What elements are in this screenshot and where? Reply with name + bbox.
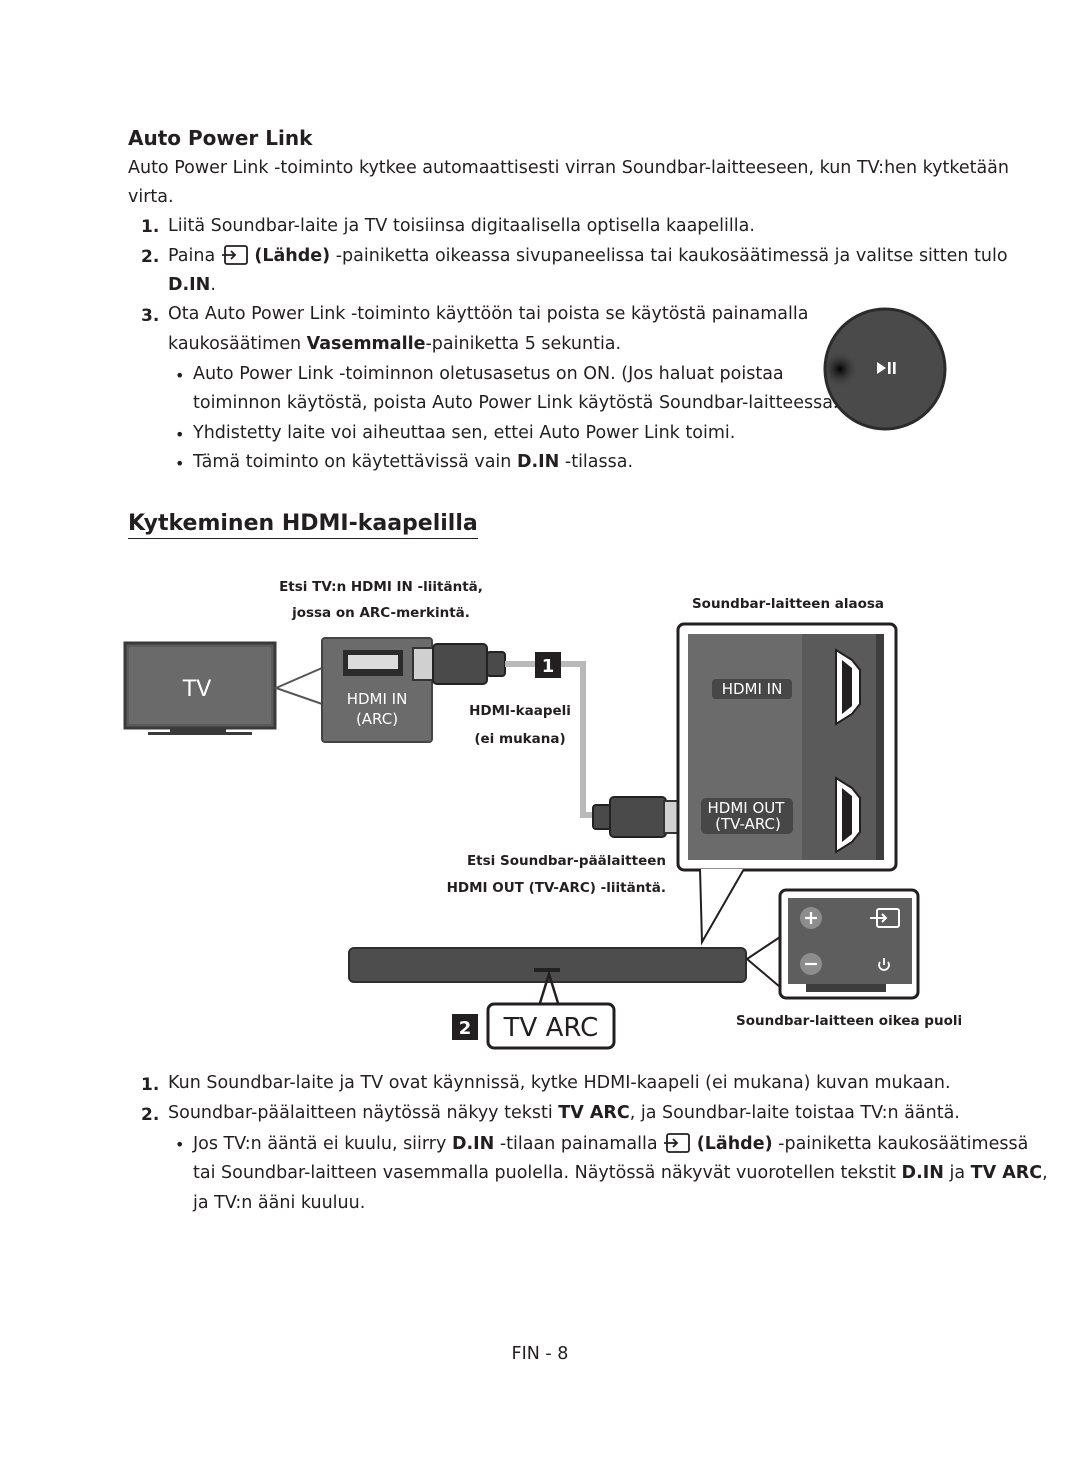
step2-marker: 2 xyxy=(452,1014,478,1040)
source-icon xyxy=(663,1133,691,1153)
soundbar-display: TV ARC xyxy=(486,1002,616,1050)
display-text: TV ARC xyxy=(503,1013,599,1043)
remote-button-illustration xyxy=(822,307,947,431)
step-text: Liitä Soundbar-laite ja TV toisiinsa dig… xyxy=(168,216,755,236)
step-number: 2. xyxy=(141,1105,160,1125)
bullet-dot: • xyxy=(175,1135,185,1154)
step-number: 1. xyxy=(141,1075,160,1095)
port-hdmi-in-label: HDMI IN xyxy=(347,690,408,708)
step-text: Kun Soundbar-laite ja TV ovat käynnissä,… xyxy=(168,1073,951,1093)
source-icon xyxy=(870,908,900,928)
step-number: 2. xyxy=(141,247,160,267)
right-side-label: Soundbar-laitteen oikea puoli xyxy=(736,1013,963,1029)
bullet-text: Jos TV:n ääntä ei kuulu, siirry D.IN -ti… xyxy=(193,1133,1029,1154)
bullet-dot: • xyxy=(175,425,185,444)
hdmi-connection-diagram: TV HDMI IN (ARC) 1 HDMI IN xyxy=(123,622,920,1050)
panel-hdmi-out-label: HDMI OUT xyxy=(708,799,786,817)
source-icon xyxy=(221,245,249,265)
tv-label: TV xyxy=(182,677,212,702)
soundbar-bottom-panel: HDMI IN HDMI OUT (TV-ARC) xyxy=(676,622,898,872)
tv-hdmi-in-arc-port: HDMI IN (ARC) xyxy=(321,637,433,743)
step-text: Ota Auto Power Link -toiminto käyttöön t… xyxy=(168,304,809,324)
tv-callout-line2: jossa on ARC-merkintä. xyxy=(292,605,470,621)
step-text-cont: kaukosäätimen Vasemmalle-painiketta 5 se… xyxy=(168,334,622,354)
step-number: 1. xyxy=(141,217,160,237)
cable-label-line2: (ei mukana) xyxy=(474,731,566,747)
soundbar-callout-line1: Etsi Soundbar-päälaitteen xyxy=(466,853,666,869)
bullet-text-cont: ja TV:n ääni kuuluu. xyxy=(193,1193,366,1213)
cable-label-line1: HDMI-kaapeli xyxy=(469,703,571,719)
intro-text-line2: virta. xyxy=(128,187,174,207)
section-title-hdmi: Kytkeminen HDMI-kaapelilla xyxy=(128,511,478,539)
bullet-text: Tämä toiminto on käytettävissä vain D.IN… xyxy=(193,452,634,472)
bullet-dot: • xyxy=(175,366,185,385)
plus-icon xyxy=(805,912,817,924)
section-title-auto-power-link: Auto Power Link xyxy=(128,126,313,150)
tv-illustration: TV xyxy=(123,641,277,735)
tv-callout-line1: Etsi TV:n HDMI IN -liitäntä, xyxy=(279,579,483,595)
panel-tv-arc-label: (TV-ARC) xyxy=(715,815,781,833)
bullet-dot: • xyxy=(175,454,185,473)
svg-text:1: 1 xyxy=(542,656,555,677)
page-number: FIN - 8 xyxy=(511,1344,569,1364)
soundbar-right-side-panel xyxy=(778,888,920,1000)
intro-text-line1: Auto Power Link -toiminto kytkee automaa… xyxy=(128,158,1009,178)
step-number: 3. xyxy=(141,306,160,326)
svg-text:2: 2 xyxy=(459,1018,472,1039)
step-text: Paina (Lähde) -painiketta oikeassa sivup… xyxy=(168,245,1008,266)
hdmi-cable-plug-soundbar xyxy=(592,796,689,838)
bullet-text-cont: tai Soundbar-laitteen vasemmalla puolell… xyxy=(193,1163,1048,1183)
step-text-cont: D.IN. xyxy=(168,275,216,295)
bullet-text-cont: toiminnon käytöstä, poista Auto Power Li… xyxy=(193,393,846,413)
step1-marker: 1 xyxy=(535,652,561,678)
power-icon xyxy=(878,958,890,971)
soundbar-callout-line2: HDMI OUT (TV-ARC) -liitäntä. xyxy=(446,880,666,896)
panel-hdmi-in-label: HDMI IN xyxy=(722,680,783,698)
step-text: Soundbar-päälaitteen näytössä näkyy teks… xyxy=(168,1103,960,1123)
port-arc-label: (ARC) xyxy=(356,710,398,728)
bullet-text: Auto Power Link -toiminnon oletusasetus … xyxy=(193,364,784,384)
hdmi-cable-plug-tv xyxy=(412,643,506,685)
bullet-text: Yhdistetty laite voi aiheuttaa sen, ette… xyxy=(193,423,736,443)
play-pause-icon xyxy=(877,362,896,374)
bottom-panel-title: Soundbar-laitteen alaosa xyxy=(691,596,885,612)
